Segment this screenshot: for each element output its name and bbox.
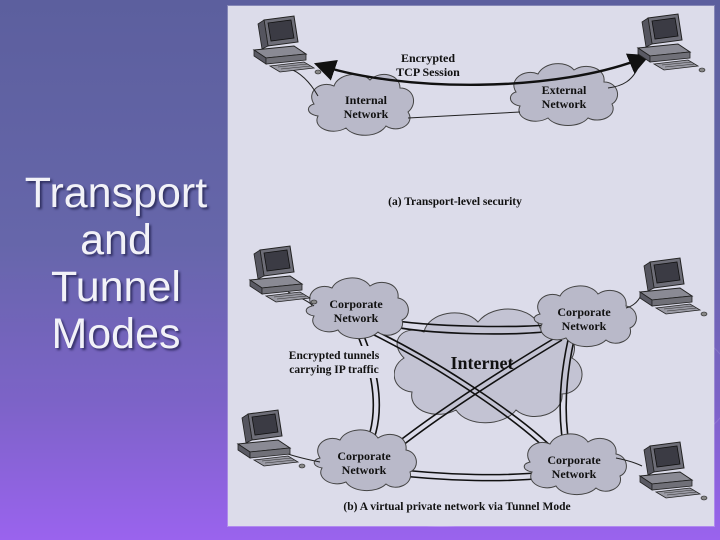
- corporate-network-label: Corporate: [329, 297, 383, 311]
- caption-a: (a) Transport-level security: [388, 196, 522, 208]
- title-line: Transport: [24, 169, 208, 217]
- slide-title: Transport and Tunnel Modes: [0, 170, 232, 358]
- internal-network-cloud: Internal Network: [308, 73, 415, 136]
- corporate-network-label: Network: [342, 463, 387, 477]
- corporate-network-label: Network: [552, 467, 597, 481]
- caption-b: (b) A virtual private network via Tunnel…: [343, 501, 570, 513]
- corporate-network-label: Corporate: [547, 453, 601, 467]
- corporate-network-cloud-bottom-right: Corporate Network: [523, 433, 627, 495]
- corporate-network-label: Corporate: [337, 449, 391, 463]
- desktop-computer-icon: [639, 441, 708, 501]
- desktop-computer-icon: [249, 245, 318, 305]
- corporate-network-label: Network: [562, 319, 607, 333]
- connection-line: [407, 111, 521, 119]
- external-network-cloud: External Network: [510, 63, 619, 126]
- title-line: and: [80, 216, 152, 264]
- title-line: Tunnel: [51, 263, 181, 311]
- title-line: Modes: [51, 310, 181, 358]
- tunnels-label: carrying IP traffic: [289, 364, 378, 376]
- desktop-computer-icon: [253, 15, 322, 75]
- external-network-label: Network: [542, 97, 587, 111]
- external-network-label: External: [542, 83, 587, 97]
- internet-label: Internet: [451, 353, 514, 373]
- session-label: Encrypted: [401, 51, 455, 65]
- corporate-network-cloud-bottom-left: Corporate Network: [313, 429, 417, 491]
- desktop-computer-icon: [637, 13, 706, 73]
- desktop-computer-icon: [639, 257, 708, 317]
- internal-network-label: Internal: [345, 93, 388, 107]
- corporate-network-label: Corporate: [557, 305, 611, 319]
- diagram-panel: Internal Network External Network Encryp…: [228, 6, 714, 526]
- session-label: TCP Session: [396, 65, 460, 79]
- connection-line: [615, 457, 643, 467]
- tunnels-label: Encrypted tunnels: [289, 350, 380, 362]
- corporate-network-cloud-top-left: Corporate Network: [305, 277, 409, 339]
- tunnels-label-bg: [278, 346, 394, 378]
- encrypted-session-arrow: [313, 53, 650, 87]
- connection-line: [287, 453, 321, 463]
- desktop-computer-icon: [237, 409, 306, 469]
- corporate-network-cloud-top-right: Corporate Network: [533, 285, 637, 347]
- network-diagram: Internal Network External Network Encryp…: [237, 13, 708, 513]
- internal-network-label: Network: [344, 107, 389, 121]
- internet-cloud: Internet: [393, 308, 583, 424]
- connection-line: [625, 291, 643, 309]
- corporate-network-label: Network: [334, 311, 379, 325]
